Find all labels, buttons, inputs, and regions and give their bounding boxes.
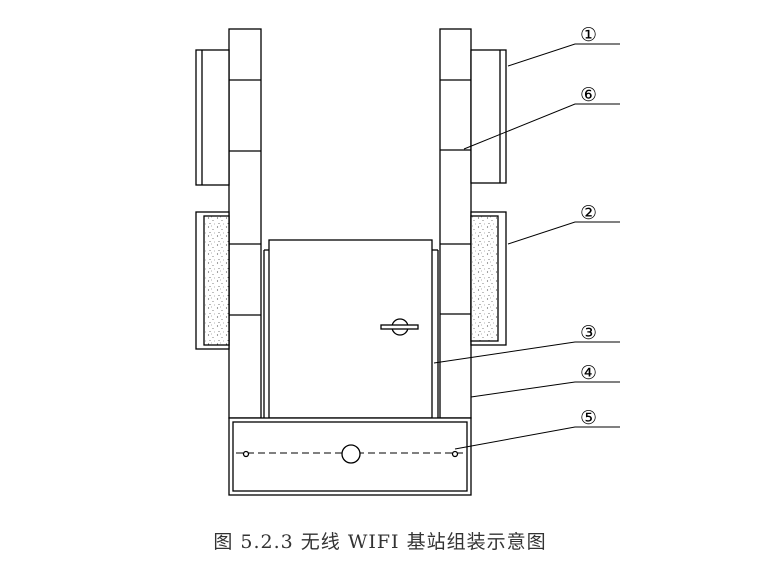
- right-lower-panel: [470, 211, 507, 346]
- figure-caption: 图 5.2.3 无线 WIFI 基站组装示意图: [213, 531, 547, 553]
- callout-4-label: ④: [580, 362, 597, 384]
- callout-6-label: ⑥: [580, 84, 597, 106]
- base-box: [228, 417, 472, 496]
- left-lower-panel: [195, 211, 230, 350]
- callout-3-label: ③: [580, 322, 597, 344]
- right-upper-panel: [470, 49, 507, 184]
- left-upper-panel: [195, 49, 230, 186]
- callout-labels: ① ⑥ ② ③ ④ ⑤: [580, 24, 597, 429]
- right-column: [439, 28, 472, 419]
- callout-leaders: [433, 43, 620, 450]
- callout-2-label: ②: [580, 202, 597, 224]
- callout-1-label: ①: [580, 24, 597, 46]
- door-handle-icon: [380, 318, 419, 336]
- callout-5-label: ⑤: [580, 407, 597, 429]
- left-column: [228, 28, 262, 419]
